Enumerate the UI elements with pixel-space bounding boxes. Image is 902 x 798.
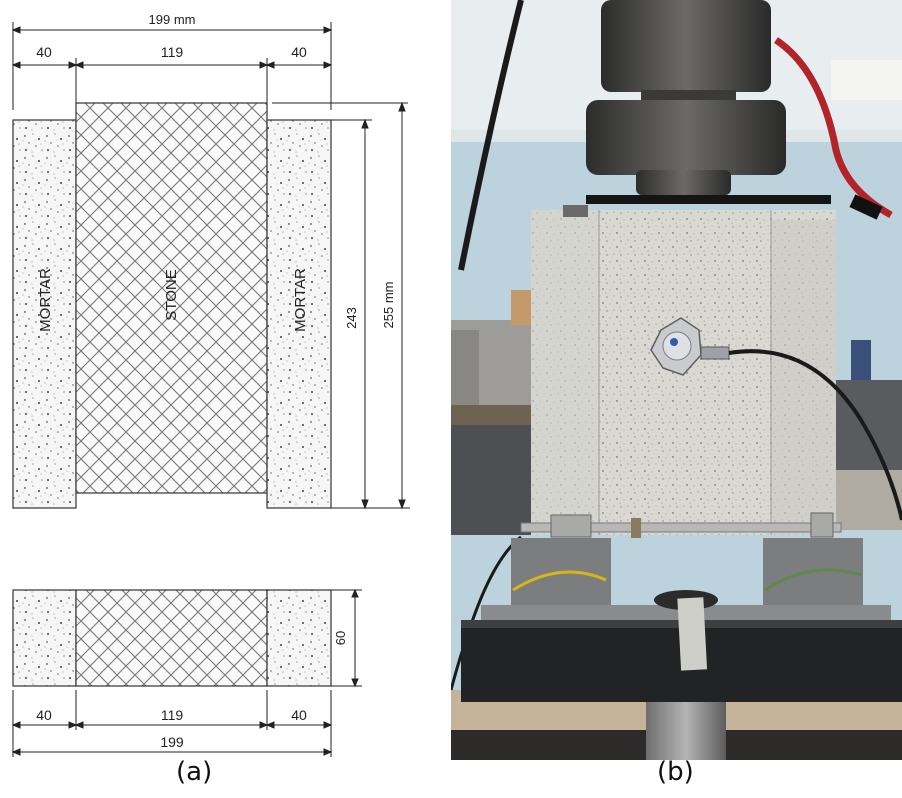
left-strip-width-label: 40 <box>36 44 52 60</box>
lvdt-rod <box>520 522 842 533</box>
top-steel-plate <box>586 195 831 204</box>
right-strip-width-label: 40 <box>291 44 307 60</box>
bottom-left-width-label: 40 <box>36 707 52 723</box>
test-setup-photo <box>451 0 902 760</box>
right-material-label: MORTAR <box>292 268 309 332</box>
workbench <box>451 405 536 535</box>
total-height-label: 255 mm <box>381 282 396 329</box>
press-upper-cylinder <box>601 0 771 92</box>
support-column <box>646 702 726 760</box>
red-hydraulic-hose <box>774 37 893 219</box>
center-width-label: 119 <box>161 44 184 60</box>
caption-b: (b) <box>657 757 694 787</box>
depth-dimension <box>331 588 362 688</box>
left-mortar-block <box>12 119 77 509</box>
depth-label: 60 <box>333 631 348 645</box>
height-dimensions <box>272 101 410 510</box>
bottom-total-width-label: 199 <box>160 734 184 750</box>
sensor-cable <box>728 349 902 521</box>
plan-right-mortar <box>266 589 332 687</box>
bottom-right-width-label: 40 <box>291 707 307 723</box>
caption-a: (a) <box>176 757 213 787</box>
top-dimensions <box>11 22 333 110</box>
center-material-label: STONE <box>163 269 180 320</box>
bottom-center-width-label: 119 <box>161 707 184 723</box>
sensor <box>650 317 730 376</box>
bottom-dimensions <box>11 690 333 757</box>
press-disc <box>586 100 786 175</box>
tape-strip <box>677 597 708 671</box>
left-cable <box>458 0 524 271</box>
plan-stone <box>75 589 268 687</box>
left-material-label: MORTAR <box>37 268 54 332</box>
total-width-label: 199 mm <box>149 12 196 27</box>
side-height-label: 243 <box>344 307 359 329</box>
plan-left-mortar <box>12 589 77 687</box>
right-support <box>763 538 863 613</box>
right-mortar-block <box>266 119 332 509</box>
specimen-drawing: 199 mm 40 119 40 MORTAR STONE MORTAR 243… <box>11 12 410 757</box>
